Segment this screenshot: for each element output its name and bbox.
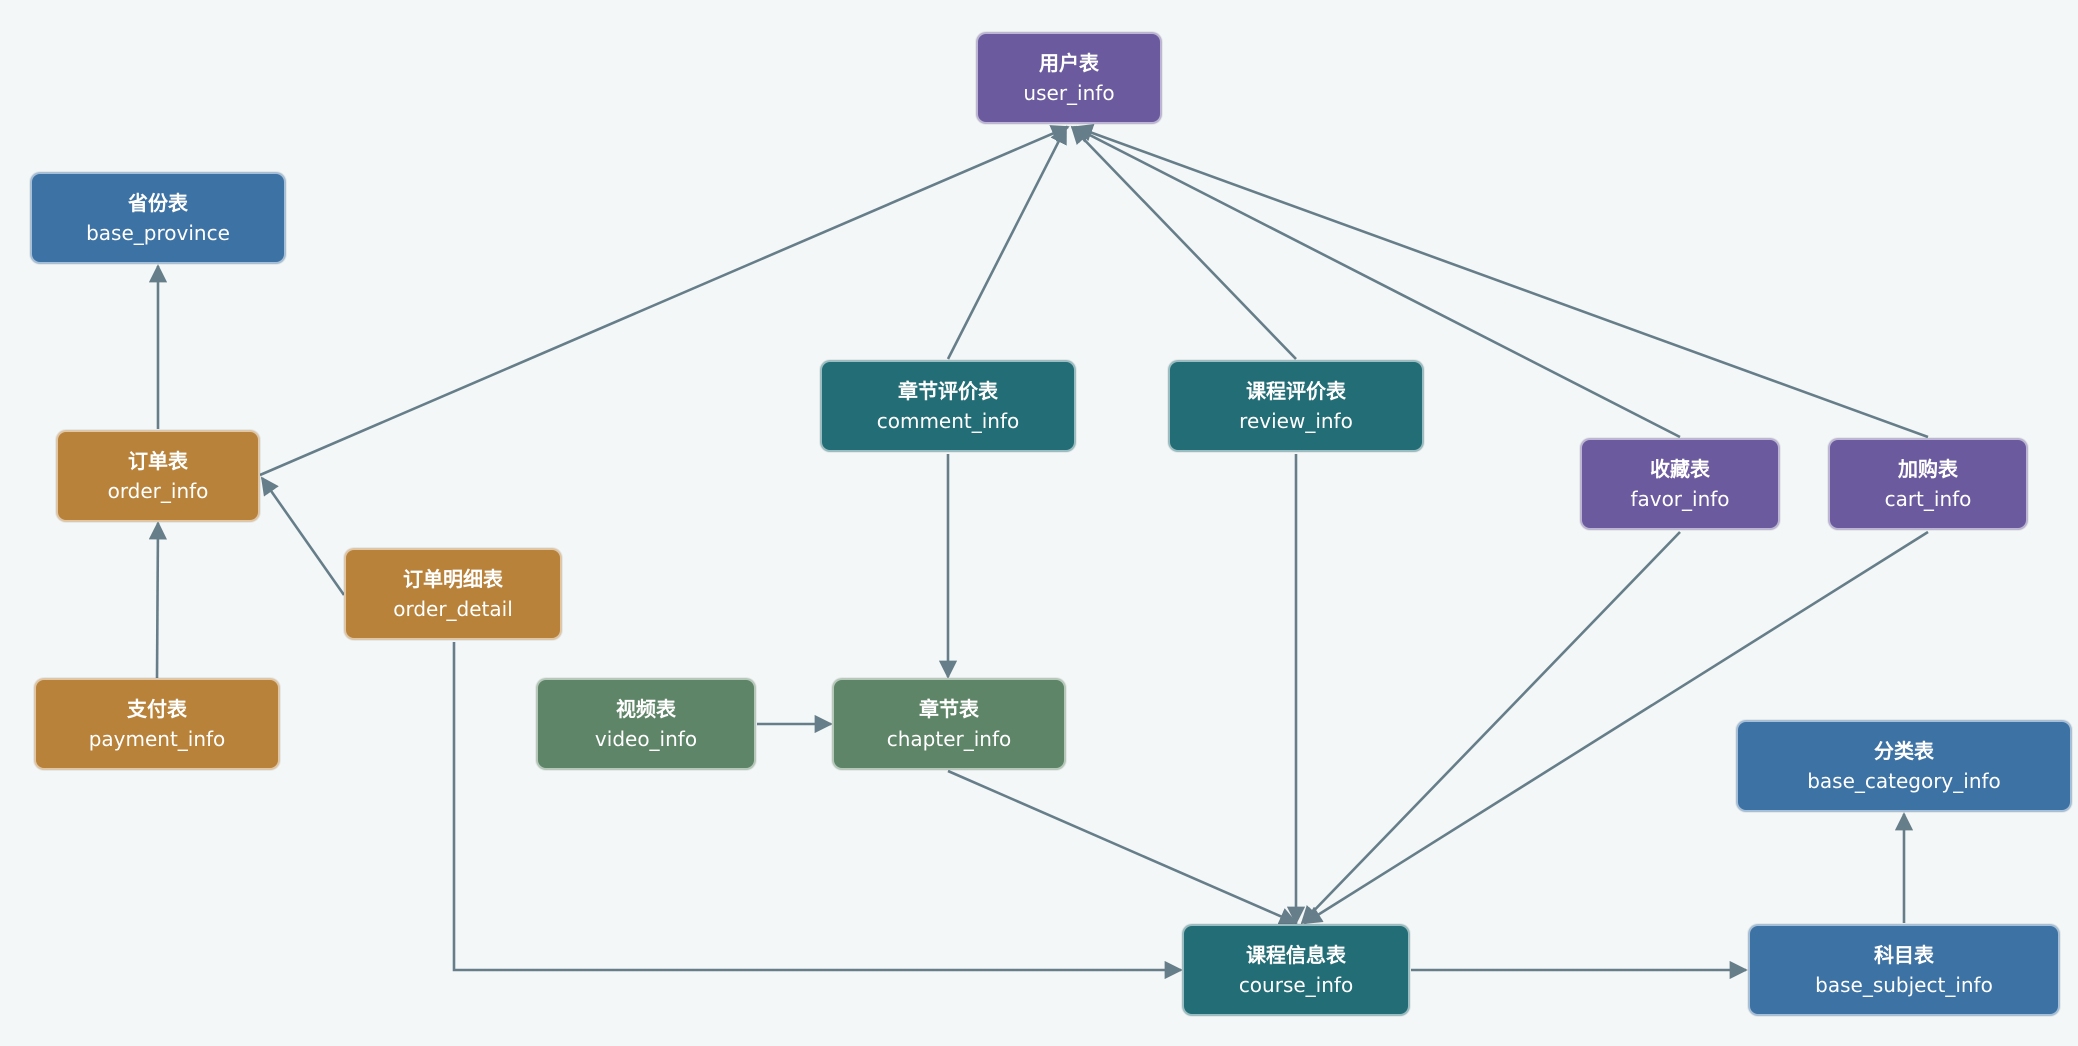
node-table-name: order_info (107, 479, 209, 503)
edge-cart-to-course (1303, 530, 1929, 925)
edge-comment-to-user (946, 125, 1068, 360)
node-table-name: base_province (86, 221, 230, 245)
node-table-name: review_info (1239, 409, 1353, 433)
node-title: 支付表 (127, 697, 187, 721)
node-course-info[interactable]: 课程信息表 course_info (1182, 924, 1410, 1016)
node-base-subject-info[interactable]: 科目表 base_subject_info (1748, 924, 2060, 1016)
node-comment-info[interactable]: 章节评价表 comment_info (820, 360, 1076, 452)
node-cart-info[interactable]: 加购表 cart_info (1828, 438, 2028, 530)
node-table-name: base_subject_info (1815, 973, 1993, 997)
edge-detail-to-course (452, 642, 1183, 980)
node-table-name: chapter_info (886, 727, 1012, 751)
node-user-info[interactable]: 用户表 user_info (976, 32, 1162, 124)
edge-review-to-user (1070, 125, 1297, 360)
node-review-info[interactable]: 课程评价表 review_info (1168, 360, 1424, 452)
node-title: 分类表 (1874, 739, 1934, 763)
node-order-detail[interactable]: 订单明细表 order_detail (344, 548, 562, 640)
edge-chapter-to-course (947, 769, 1298, 925)
edge-payment-to-order (148, 521, 167, 680)
edge-favor-to-user (1072, 125, 1681, 439)
node-title: 订单明细表 (403, 567, 503, 591)
node-base-province[interactable]: 省份表 base_province (30, 172, 286, 264)
node-table-name: comment_info (876, 409, 1020, 433)
node-table-name: cart_info (1884, 487, 1972, 511)
edge-order-to-user (259, 125, 1070, 477)
node-table-name: base_category_info (1807, 769, 2001, 793)
node-title: 订单表 (128, 449, 188, 473)
node-title: 收藏表 (1650, 457, 1710, 481)
node-table-name: user_info (1023, 81, 1115, 105)
edge-cart-to-user (1074, 124, 1929, 439)
node-chapter-info[interactable]: 章节表 chapter_info (832, 678, 1066, 770)
node-favor-info[interactable]: 收藏表 favor_info (1580, 438, 1780, 530)
node-title: 课程评价表 (1246, 379, 1346, 403)
node-table-name: video_info (594, 727, 698, 751)
node-table-name: payment_info (88, 727, 226, 751)
node-title: 省份表 (128, 191, 188, 215)
node-title: 课程信息表 (1246, 943, 1346, 967)
node-title: 视频表 (616, 697, 676, 721)
node-title: 章节表 (919, 697, 979, 721)
node-title: 章节评价表 (898, 379, 998, 403)
node-title: 用户表 (1039, 51, 1099, 75)
edge-detail-to-order (260, 476, 346, 596)
node-payment-info[interactable]: 支付表 payment_info (34, 678, 280, 770)
node-title: 科目表 (1874, 943, 1934, 967)
edge-favor-to-course (1300, 531, 1681, 925)
node-table-name: course_info (1238, 973, 1354, 997)
node-base-category-info[interactable]: 分类表 base_category_info (1736, 720, 2072, 812)
node-title: 加购表 (1898, 457, 1958, 481)
node-order-info[interactable]: 订单表 order_info (56, 430, 260, 522)
node-video-info[interactable]: 视频表 video_info (536, 678, 756, 770)
node-table-name: order_detail (393, 597, 513, 621)
node-table-name: favor_info (1630, 487, 1730, 511)
